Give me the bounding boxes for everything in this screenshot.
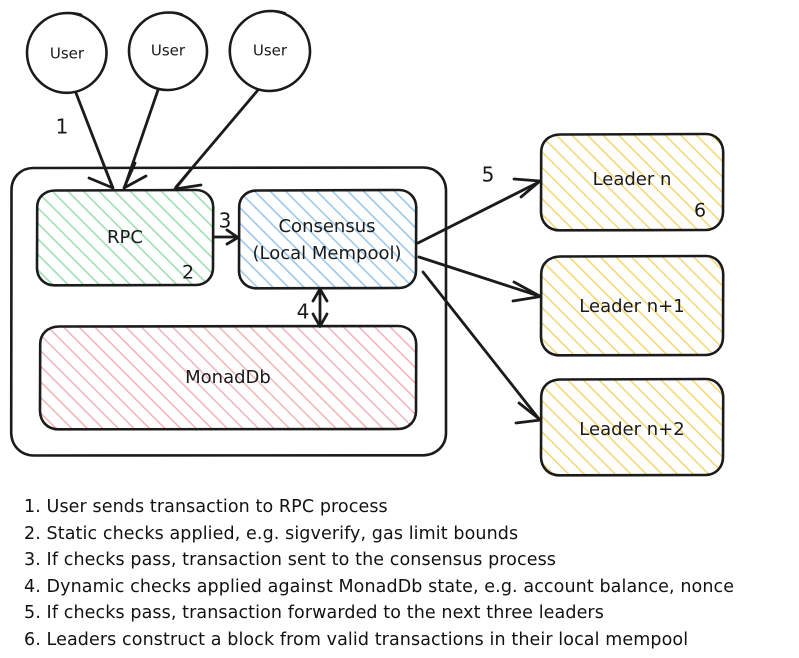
consensus-box-label-line2: (Local Mempool) [252, 243, 401, 264]
arrow-consensus-to-leader-n1 [417, 255, 542, 303]
leader-n2-box[interactable]: Leader n+2 [539, 377, 725, 477]
rpc-box[interactable]: RPC 2 [35, 188, 215, 287]
arrow-user1-to-rpc [74, 91, 115, 190]
legend-item-1: 1. User sends transaction to RPC process [24, 497, 388, 517]
arrow-rpc-to-consensus [212, 228, 240, 246]
node-boundary-container [9, 166, 448, 457]
legend-item-3: 3. If checks pass, transaction sent to t… [24, 550, 557, 570]
step-number-5: 5 [482, 163, 495, 187]
arrow-user2-to-rpc [122, 88, 160, 190]
step-number-4: 4 [297, 300, 310, 324]
arrow-consensus-to-leader-n [416, 177, 542, 245]
user-node-2-label: User [151, 42, 186, 60]
legend-item-4: 4. Dynamic checks applied against MonadD… [24, 576, 735, 597]
rpc-step-number-2: 2 [182, 262, 194, 284]
monaddb-box[interactable]: MonadDb [38, 324, 418, 431]
user-node-1-label: User [50, 45, 85, 63]
leader-n1-label: Leader n+1 [579, 296, 684, 317]
leader-n1-box[interactable]: Leader n+1 [539, 254, 725, 357]
arrow-user3-to-rpc [173, 88, 260, 191]
legend-item-6: 6. Leaders construct a block from valid … [24, 629, 689, 650]
leader-n2-label: Leader n+2 [579, 419, 684, 440]
leader-n-label: Leader n [593, 169, 672, 190]
arrow-consensus-monaddb [311, 287, 329, 328]
monaddb-box-label: MonadDb [185, 367, 271, 388]
leader-n-step-number-6: 6 [694, 200, 706, 222]
step-number-1: 1 [56, 115, 69, 139]
legend-item-5: 5. If checks pass, transaction forwarded… [24, 603, 604, 623]
legend-item-2: 2. Static checks applied, e.g. sigverify… [24, 523, 519, 544]
user-node-3[interactable]: User [228, 9, 312, 93]
legend-list: 1. User sends transaction to RPC process… [24, 494, 784, 653]
step-number-3: 3 [219, 209, 232, 233]
user-node-1[interactable]: User [25, 11, 108, 95]
consensus-box[interactable]: Consensus (Local Mempool) [237, 188, 418, 290]
arrow-consensus-to-leader-n2 [421, 270, 542, 425]
user-node-2[interactable]: User [127, 11, 209, 92]
rpc-box-label: RPC [107, 227, 143, 248]
leader-n-box[interactable]: Leader n 6 [539, 132, 725, 232]
user-node-3-label: User [253, 42, 288, 60]
consensus-box-label-line1: Consensus [278, 216, 375, 237]
